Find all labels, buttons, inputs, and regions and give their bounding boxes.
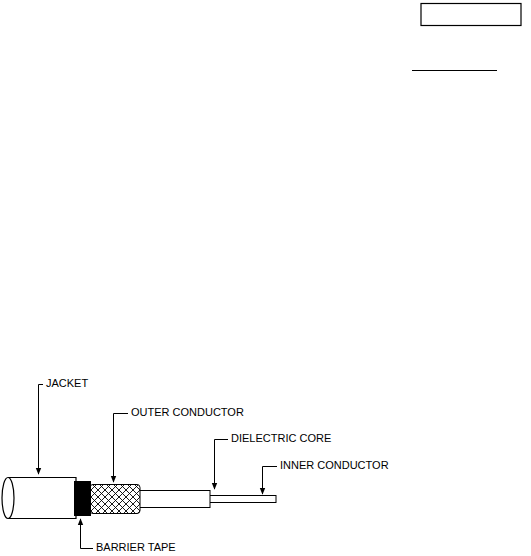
page-rule (412, 70, 497, 71)
part-label: JACKET (45, 377, 89, 390)
part-label: DIELECTRIC CORE (230, 432, 332, 445)
label-holder: OUTER CONDUCTOR (130, 406, 245, 419)
label-holder: BARRIER TAPE (95, 541, 177, 554)
jacket (2, 478, 76, 519)
leader-line (263, 467, 278, 495)
part-label: BARRIER TAPE (95, 541, 177, 554)
label-holder: DIELECTRIC CORE (230, 432, 332, 445)
label-holder: INNER CONDUCTOR (279, 459, 390, 472)
inner-conductor (205, 496, 276, 503)
part-label: INNER CONDUCTOR (279, 459, 390, 472)
leader-line (114, 414, 129, 483)
leader-line (81, 519, 94, 549)
label-holder: JACKET (45, 377, 89, 390)
barrier-tape (74, 481, 91, 516)
dielectric-core (138, 491, 210, 508)
leader-line (215, 440, 229, 490)
part-label: OUTER CONDUCTOR (130, 406, 245, 419)
leader-line (39, 385, 44, 475)
page-box (421, 4, 521, 26)
outer-conductor-braid (90, 485, 140, 514)
